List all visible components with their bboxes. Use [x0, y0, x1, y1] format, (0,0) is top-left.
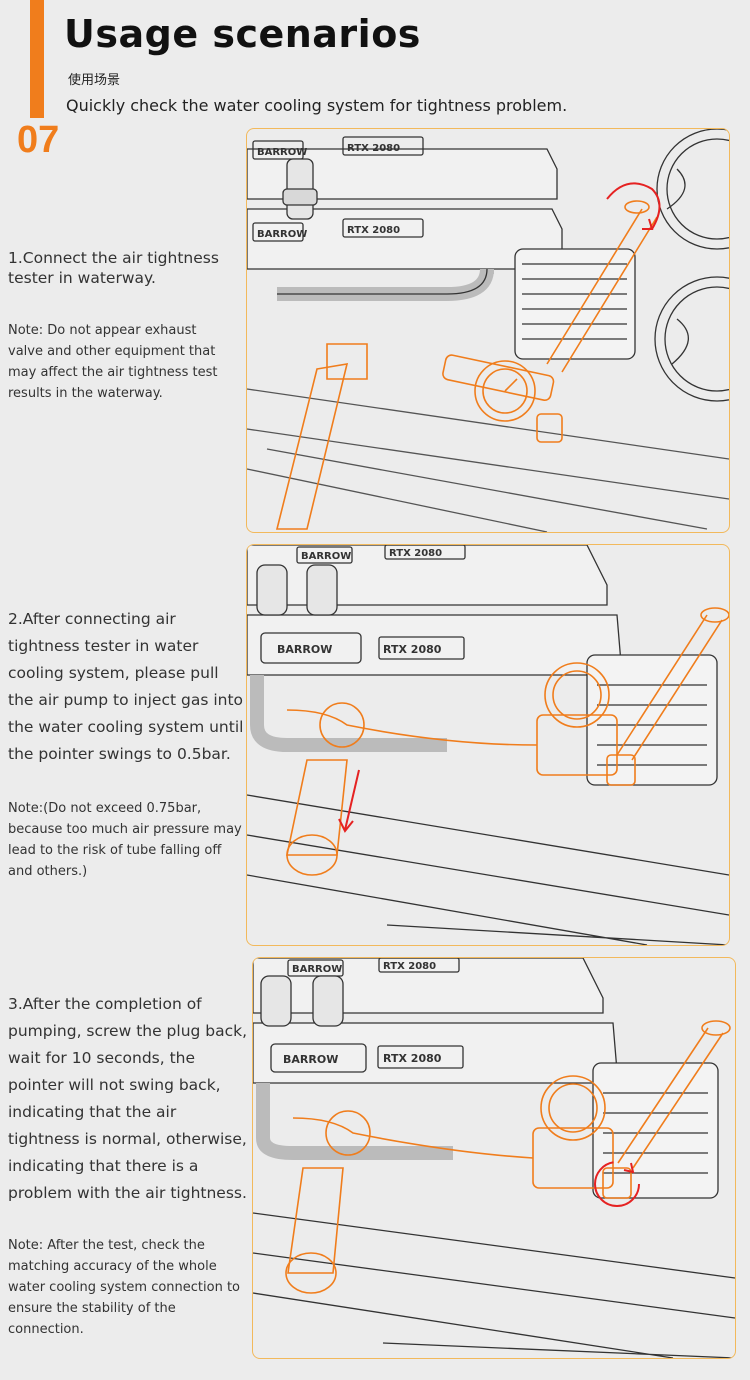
brand-label: BARROW: [301, 551, 351, 562]
accent-bar: [30, 0, 44, 118]
step-2-note: Note:(Do not exceed 0.75bar, because too…: [8, 801, 242, 879]
subtitle-chinese: 使用场景: [68, 73, 121, 88]
gpu-label: RTX 2080: [383, 1052, 442, 1065]
down-arrow-icon: [338, 769, 360, 833]
step-1-note: Note: Do not appear exhaust valve and ot…: [8, 323, 218, 401]
gpu-block-icon: BARROW RTX 2080 BARROW RTX 2080: [247, 545, 623, 676]
step-2: 2.After connecting air tightness tester …: [8, 606, 248, 882]
gpu-label: RTX 2080: [383, 643, 442, 656]
brand-label: BARROW: [277, 643, 332, 656]
section-number: 07: [17, 119, 60, 161]
gpu-block-icon: BARROW RTX 2080 BARROW RTX 2080: [253, 958, 619, 1084]
brand-label: BARROW: [283, 1053, 338, 1066]
illustration-step-2: BARROW RTX 2080 BARROW RTX 2080: [246, 544, 730, 946]
gpu-block-icon: BARROW RTX 2080 BARROW RTX 2080: [247, 136, 563, 270]
rotation-arrow-icon: [606, 182, 661, 230]
brand-label: BARROW: [257, 229, 307, 240]
rotation-arrow-icon: [594, 1161, 640, 1207]
air-tightness-tester-icon: [285, 1020, 731, 1294]
step-3-note: Note: After the test, check the matching…: [8, 1238, 241, 1337]
gpu-label: RTX 2080: [347, 225, 400, 236]
illustration-step-3: BARROW RTX 2080 BARROW RTX 2080: [252, 957, 736, 1359]
brand-label: BARROW: [257, 147, 307, 158]
step-3: 3.After the completion of pumping, screw…: [8, 991, 248, 1340]
gpu-label: RTX 2080: [383, 961, 436, 972]
gpu-label: RTX 2080: [347, 143, 400, 154]
air-tightness-tester-icon: [275, 200, 658, 530]
illustration-step-1: BARROW RTX 2080 BARROW RTX 2080: [246, 128, 730, 533]
step-3-text: 3.After the completion of pumping, screw…: [8, 995, 248, 1202]
step-1: 1.Connect the air tightness tester in wa…: [8, 248, 223, 404]
step-1-text: 1.Connect the air tightness tester in wa…: [8, 249, 219, 287]
fan-icon: [654, 129, 729, 402]
subtitle-english: Quickly check the water cooling system f…: [66, 96, 568, 115]
step-2-text: 2.After connecting air tightness tester …: [8, 610, 244, 763]
radiator-icon: [514, 248, 636, 360]
brand-label: BARROW: [292, 964, 342, 975]
page-title: Usage scenarios: [64, 12, 421, 56]
gpu-label: RTX 2080: [389, 548, 442, 559]
air-tightness-tester-icon: [286, 607, 729, 876]
